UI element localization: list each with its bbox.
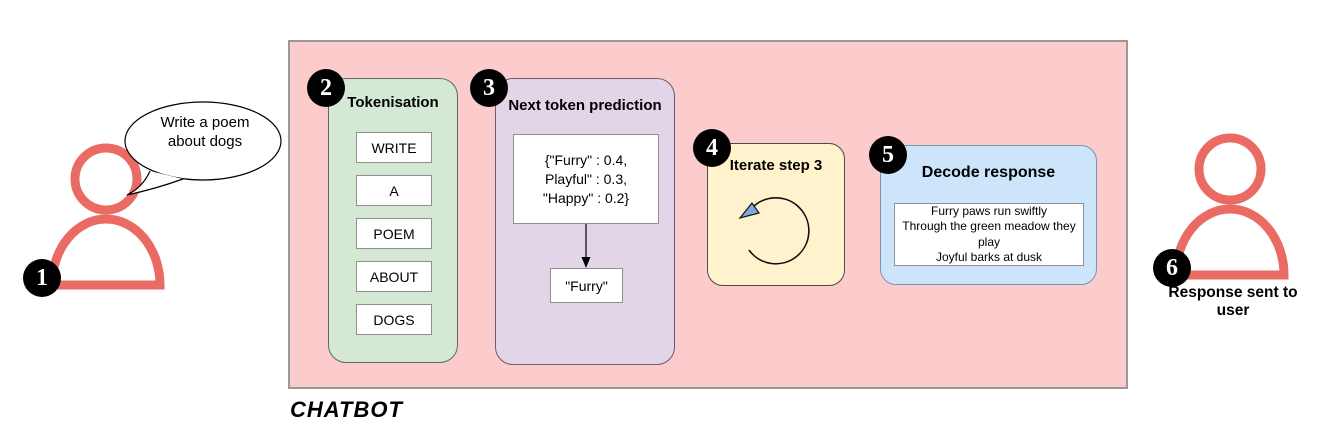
token-chip: POEM: [356, 218, 432, 249]
distribution-line: Playful" : 0.3,: [544, 170, 627, 187]
badge-number: 4: [706, 134, 718, 161]
prediction-box: Next token prediction {"Furry" : 0.4, Pl…: [495, 78, 675, 365]
poem-output: Furry paws run swiftly Through the green…: [894, 203, 1084, 266]
step-badge-5: 5: [869, 136, 907, 174]
person-head: [70, 143, 142, 215]
badge-number: 6: [1166, 254, 1178, 281]
step-badge-1: 1: [23, 259, 61, 297]
loop-arrow-icon: [738, 197, 810, 265]
tokenisation-title: Tokenisation: [347, 94, 439, 111]
speech-bubble-text: Write a poem about dogs: [160, 114, 250, 150]
poem-line: Through the green meadow they play: [902, 219, 1076, 249]
step-badge-6: 6: [1153, 249, 1191, 287]
prediction-title: Next token prediction: [508, 97, 662, 114]
user-person-icon: [47, 143, 165, 290]
token-chip: DOGS: [356, 304, 432, 335]
badge-number: 5: [882, 141, 894, 168]
step-badge-3: 3: [470, 69, 508, 107]
speech-bubble: [124, 101, 282, 196]
token-chip: A: [356, 175, 432, 206]
iterate-box: Iterate step 3: [707, 143, 845, 286]
recipient-person-icon: [1171, 133, 1289, 280]
person-head: [1194, 133, 1266, 205]
person-body: [1171, 204, 1289, 280]
poem-line: Furry paws run swiftly: [930, 203, 1048, 218]
down-arrow-icon: [581, 224, 591, 268]
step-badge-2: 2: [307, 69, 345, 107]
person-body: [47, 214, 165, 290]
poem-line: Joyful barks at dusk: [935, 250, 1043, 264]
selected-token-box: "Furry": [550, 268, 623, 303]
tokenisation-box: Tokenisation WRITE A POEM ABOUT DOGS: [328, 78, 458, 363]
distribution-line: "Happy" : 0.2}: [542, 189, 630, 206]
chatbot-label: CHATBOT: [290, 397, 403, 422]
decode-box: Decode response Furry paws run swiftly T…: [880, 145, 1097, 285]
badge-number: 1: [36, 264, 48, 291]
token-chip: WRITE: [356, 132, 432, 163]
response-label: Response sent to user: [1168, 284, 1298, 319]
badge-number: 3: [483, 74, 495, 101]
step-badge-4: 4: [693, 129, 731, 167]
iterate-title: Iterate step 3: [729, 157, 823, 174]
probability-distribution: {"Furry" : 0.4, Playful" : 0.3, "Happy" …: [513, 134, 659, 224]
token-chip: ABOUT: [356, 261, 432, 292]
distribution-line: {"Furry" : 0.4,: [544, 151, 628, 168]
badge-number: 2: [320, 74, 332, 101]
decode-title: Decode response: [921, 164, 1056, 181]
